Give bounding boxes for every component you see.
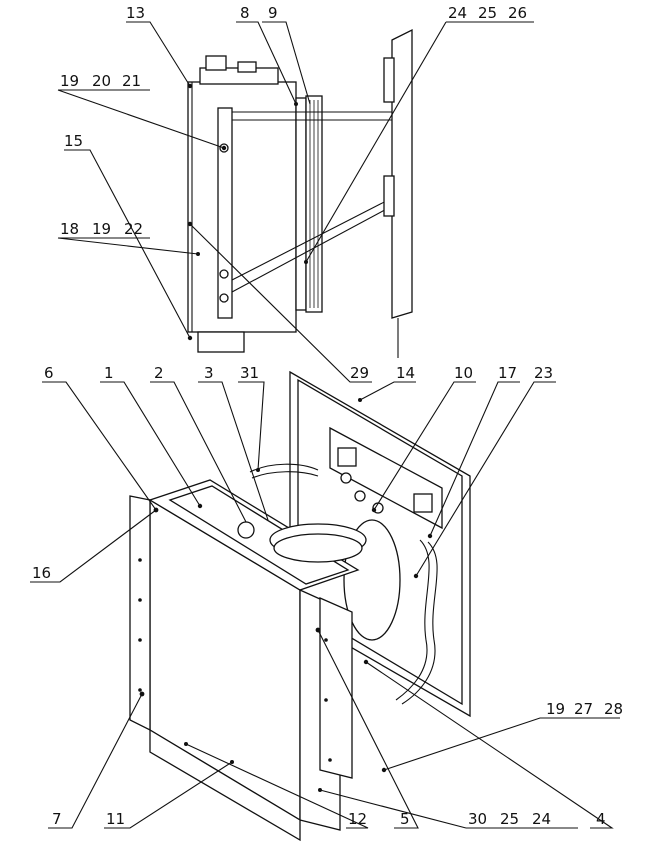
callout-29: 29 <box>350 364 369 382</box>
callout-11: 11 <box>106 810 125 828</box>
callout-5: 5 <box>400 810 410 828</box>
callout-10: 10 <box>454 364 473 382</box>
callout-23: 23 <box>534 364 553 382</box>
side-view-radiator-core <box>187 81 297 333</box>
callout-3: 3 <box>204 364 214 382</box>
side-view-mount-plate <box>391 28 413 319</box>
side-view-bottom-outlet <box>197 331 245 353</box>
callout-12: 12 <box>348 810 367 828</box>
callout-31: 31 <box>240 364 259 382</box>
callout-labels: 13 8 9 24 25 26 19 20 21 15 18 19 22 29 … <box>32 4 623 828</box>
callout-26: 26 <box>508 4 527 22</box>
callout-19: 19 <box>546 700 565 718</box>
callout-2: 2 <box>154 364 164 382</box>
callout-7: 7 <box>52 810 62 828</box>
callout-20: 20 <box>92 72 111 90</box>
callout-30: 30 <box>468 810 487 828</box>
callout-18: 18 <box>60 220 79 238</box>
callout-17: 17 <box>498 364 517 382</box>
callout-19: 19 <box>92 220 111 238</box>
side-view <box>187 28 413 358</box>
callout-14: 14 <box>396 364 415 382</box>
callout-8: 8 <box>240 4 250 22</box>
side-view-fan-shroud <box>295 97 307 311</box>
isometric-view <box>129 370 471 842</box>
callout-25: 25 <box>500 810 519 828</box>
callout-6: 6 <box>44 364 54 382</box>
callout-19: 19 <box>60 72 79 90</box>
iso-lower-hose <box>395 539 430 701</box>
callout-24: 24 <box>448 4 467 22</box>
callout-4: 4 <box>596 810 606 828</box>
callout-9: 9 <box>268 4 278 22</box>
callout-22: 22 <box>124 220 143 238</box>
iso-bottom-rail <box>149 728 301 842</box>
callout-16: 16 <box>32 564 51 582</box>
callout-13: 13 <box>126 4 145 22</box>
callout-15: 15 <box>64 132 83 150</box>
callout-24: 24 <box>532 810 551 828</box>
callout-25: 25 <box>478 4 497 22</box>
callout-28: 28 <box>604 700 623 718</box>
iso-filler-cap <box>237 521 255 539</box>
side-view-filler-cap <box>205 55 227 71</box>
callout-1: 1 <box>104 364 114 382</box>
iso-upper-hose <box>249 463 319 473</box>
callout-27: 27 <box>574 700 593 718</box>
callout-21: 21 <box>122 72 141 90</box>
side-view-bracket <box>217 107 233 319</box>
leader-lines <box>30 21 620 829</box>
